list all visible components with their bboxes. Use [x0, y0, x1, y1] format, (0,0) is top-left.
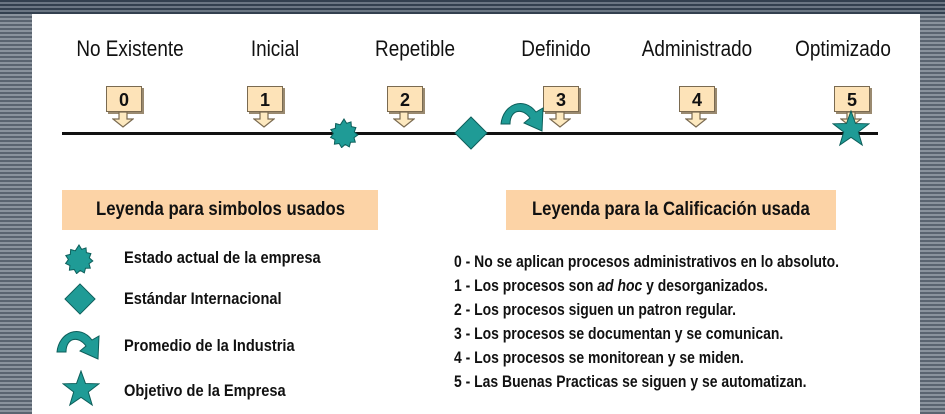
level-box-4: 4	[679, 86, 715, 112]
down-arrow-icon	[685, 112, 707, 128]
star-icon	[62, 370, 100, 407]
rating-line-5: 5 - Las Buenas Practicas se siguen y se …	[454, 372, 807, 391]
level-box-5: 5	[834, 86, 870, 112]
symbol-label-current-state: Estado actual de la empresa	[124, 248, 321, 267]
curved-arrow-icon	[56, 330, 100, 360]
down-arrow-icon	[112, 112, 134, 128]
down-arrow-icon	[549, 112, 571, 128]
level-box-2: 2	[387, 86, 423, 112]
level-name-5: Optimizado	[795, 36, 891, 61]
down-arrow-icon	[253, 112, 275, 128]
level-name-2: Repetible	[375, 36, 455, 61]
level-name-4: Administrado	[641, 36, 753, 61]
rating-legend-title: Leyenda para la Calificación usada	[506, 190, 836, 230]
level-name-1: Inicial	[250, 36, 300, 61]
level-name-3: Definido	[521, 36, 591, 61]
slide-frame-top	[0, 0, 945, 14]
level-name-0: No Existente	[76, 36, 184, 61]
maturity-scale-panel: No Existente Inicial Repetible Definido …	[32, 14, 920, 414]
industry-average-curved-arrow-icon	[500, 102, 544, 132]
rating-line-3: 3 - Los procesos se documentan y se comu…	[454, 324, 784, 343]
symbol-label-company-objective: Objetivo de la Empresa	[124, 381, 286, 400]
level-box-0: 0	[106, 86, 142, 112]
international-standard-diamond-icon	[454, 116, 488, 150]
diamond-icon	[64, 283, 96, 315]
current-state-seal-icon	[329, 118, 359, 148]
down-arrow-icon	[393, 112, 415, 128]
symbols-legend-title: Leyenda para simbolos usados	[62, 190, 378, 230]
rating-line-1: 1 - Los procesos son ad hoc y desorganiz…	[454, 276, 768, 295]
symbol-label-industry-average: Promedio de la Industria	[124, 336, 295, 355]
rating-line-2: 2 - Los procesos siguen un patron regula…	[454, 300, 736, 319]
symbol-label-international-standard: Estándar Internacional	[124, 289, 282, 308]
company-objective-star-icon	[832, 110, 870, 147]
level-box-3: 3	[543, 86, 579, 112]
rating-line-4: 4 - Los procesos se monitorean y se mide…	[454, 348, 744, 367]
seal-icon	[64, 244, 94, 274]
rating-line-0: 0 - No se aplican procesos administrativ…	[454, 252, 840, 271]
level-box-1: 1	[247, 86, 283, 112]
